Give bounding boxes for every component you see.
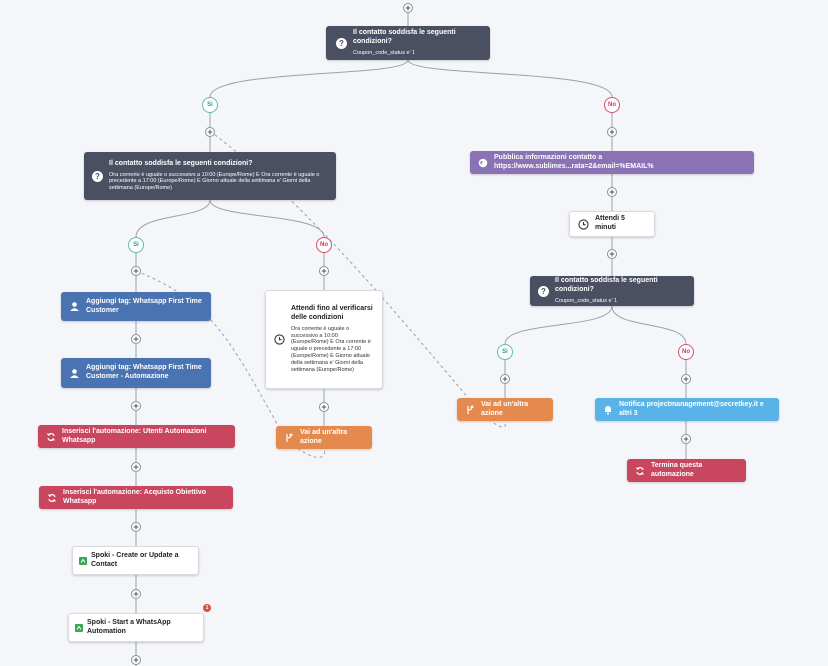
- node-title: Pubblica informazioni contatto a https:/…: [494, 153, 654, 170]
- add-step-button[interactable]: +: [500, 374, 510, 384]
- branch-icon: [465, 404, 475, 415]
- refresh-icon: [47, 493, 57, 503]
- terminate-automation-node[interactable]: Termina questa automazione: [627, 459, 746, 482]
- question-icon: ?: [336, 37, 347, 49]
- clock-icon: [578, 218, 589, 230]
- add-step-button[interactable]: +: [131, 522, 141, 532]
- add-step-button[interactable]: +: [131, 655, 141, 665]
- clock-icon: [274, 334, 285, 345]
- condition-subtitle: Ora corrente è uguale o successivo a 10:…: [109, 171, 320, 192]
- notify-node[interactable]: Notifica projectmanagement@secretkey.it …: [595, 398, 779, 421]
- spoki-create-contact-node[interactable]: Spoki - Create or Update a Contact: [72, 546, 199, 575]
- spoki-start-automation-node[interactable]: Spoki - Start a WhatsApp Automation: [68, 613, 204, 642]
- node-text: Il contatto soddisfa le seguenti condizi…: [555, 277, 686, 304]
- question-icon: ?: [92, 170, 103, 182]
- branch-yes-label: Sì: [497, 344, 513, 360]
- spoki-icon: [75, 623, 83, 632]
- user-icon: [69, 368, 80, 379]
- branch-icon: [284, 432, 294, 443]
- node-title: Spoki - Start a WhatsApp Automation: [87, 618, 171, 635]
- node-title: Spoki - Create or Update a Contact: [91, 551, 179, 568]
- spoki-icon: [79, 556, 87, 565]
- add-step-button[interactable]: +: [131, 266, 141, 276]
- add-step-button[interactable]: +: [131, 462, 141, 472]
- question-icon: ?: [538, 285, 549, 297]
- node-title: Inserisci l'automazione: Acquisto Obiett…: [63, 488, 206, 505]
- node-text: Attendi fino al verificarsi delle condiz…: [291, 305, 374, 374]
- add-step-button[interactable]: +: [681, 374, 691, 384]
- branch-no-label: No: [678, 344, 694, 360]
- node-title: Termina questa automazione: [651, 461, 703, 478]
- node-text: Il contatto soddisfa le seguenti condizi…: [353, 29, 480, 56]
- node-title: Attendi 5 minuti: [595, 215, 625, 231]
- add-step-button[interactable]: +: [319, 266, 329, 276]
- user-icon: [69, 301, 80, 312]
- node-subtitle: Ora corrente è uguale o successivo a 10:…: [291, 325, 371, 373]
- add-step-button[interactable]: +: [205, 127, 215, 137]
- add-step-button[interactable]: +: [607, 187, 617, 197]
- add-step-button[interactable]: +: [131, 589, 141, 599]
- add-step-button[interactable]: +: [131, 334, 141, 344]
- add-step-button[interactable]: +: [319, 402, 329, 412]
- branch-yes-label: Sì: [128, 237, 144, 253]
- goto-action-node[interactable]: Vai ad un'altra azione: [276, 426, 372, 449]
- branch-no-label: No: [316, 237, 332, 253]
- node-text: Il contatto soddisfa le seguenti condizi…: [109, 160, 328, 192]
- node-title: Aggiungi tag: Whatsapp First Time Custom…: [86, 297, 202, 314]
- add-step-button[interactable]: +: [131, 401, 141, 411]
- node-title: Inserisci l'automazione: Utenti Automazi…: [62, 427, 207, 444]
- add-step-button[interactable]: +: [681, 434, 691, 444]
- branch-yes-label: Sì: [202, 97, 218, 113]
- insert-automation-node[interactable]: Inserisci l'automazione: Acquisto Obiett…: [39, 486, 233, 509]
- condition-title: Il contatto soddisfa le seguenti condizi…: [109, 159, 253, 167]
- refresh-icon: [635, 466, 645, 476]
- node-title: Vai ad un'altra azione: [481, 400, 529, 417]
- condition-subtitle: Coupon_code_status e' 1: [353, 49, 416, 56]
- insert-automation-node[interactable]: Inserisci l'automazione: Utenti Automazi…: [38, 425, 235, 448]
- wait-until-node[interactable]: Attendi fino al verificarsi delle condiz…: [265, 290, 383, 389]
- add-tag-node[interactable]: Aggiungi tag: Whatsapp First Time Custom…: [61, 292, 211, 321]
- condition-title: Il contatto soddisfa le seguenti condizi…: [555, 277, 658, 294]
- condition-node-right[interactable]: ? Il contatto soddisfa le seguenti condi…: [530, 276, 694, 306]
- condition-node-top[interactable]: ? Il contatto soddisfa le seguenti condi…: [326, 26, 490, 60]
- publish-contact-node[interactable]: Pubblica informazioni contatto a https:/…: [470, 151, 754, 174]
- bell-icon: [603, 405, 613, 415]
- add-tag-node[interactable]: Aggiungi tag: Whatsapp First Time Custom…: [61, 358, 211, 388]
- goto-action-node[interactable]: Vai ad un'altra azione: [457, 398, 553, 421]
- condition-title: Il contatto soddisfa le seguenti condizi…: [353, 29, 456, 46]
- node-title: Aggiungi tag: Whatsapp First Time Custom…: [86, 364, 202, 380]
- notification-badge: 1: [203, 604, 211, 612]
- add-step-button[interactable]: +: [607, 249, 617, 259]
- branch-no-label: No: [604, 97, 620, 113]
- node-title: Notifica projectmanagement@secretkey.it …: [619, 400, 764, 417]
- condition-subtitle: Coupon_code_status e' 1: [555, 297, 618, 304]
- refresh-icon: [46, 432, 56, 442]
- node-title: Attendi fino al verificarsi delle condiz…: [291, 305, 373, 321]
- add-step-button[interactable]: +: [403, 3, 413, 13]
- globe-icon: [478, 158, 488, 168]
- add-step-button[interactable]: +: [607, 127, 617, 137]
- condition-node-left[interactable]: ? Il contatto soddisfa le seguenti condi…: [84, 152, 336, 200]
- node-title: Vai ad un'altra azione: [300, 428, 348, 445]
- wait-node[interactable]: Attendi 5 minuti: [569, 211, 655, 237]
